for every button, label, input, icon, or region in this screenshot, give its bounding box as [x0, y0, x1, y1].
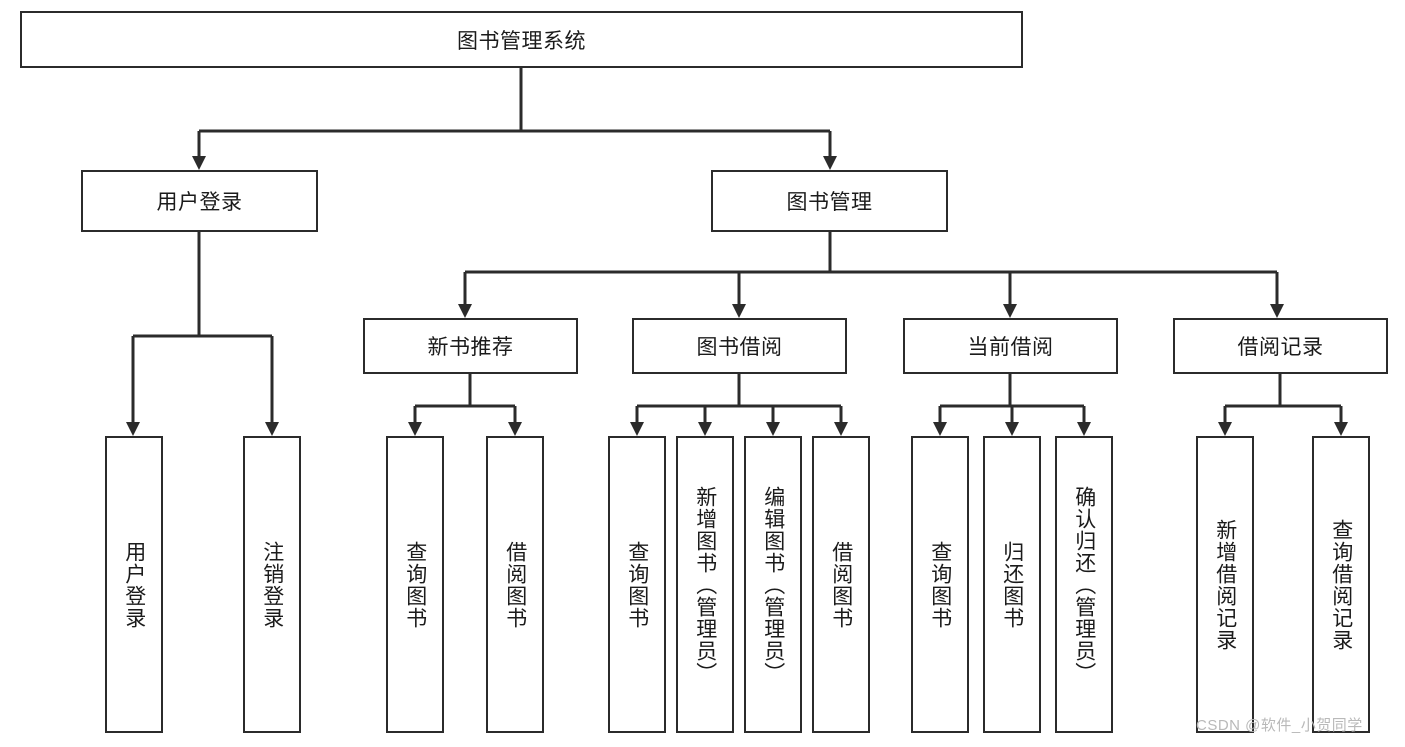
arrow-head-icon [1334, 422, 1348, 436]
arrow-head-icon [1218, 422, 1232, 436]
node-leaf-edit-book-admin[interactable]: 编辑图书（管理员） [744, 436, 802, 733]
node-label: 注销登录 [260, 540, 284, 629]
node-leaf-user-logout[interactable]: 注销登录 [243, 436, 301, 733]
watermark-label: CSDN @软件_小贺同学 [1196, 717, 1363, 734]
arrow-head-icon [1077, 422, 1091, 436]
node-label: 用户登录 [122, 540, 146, 629]
node-user-login[interactable]: 用户登录 [81, 170, 318, 232]
node-label: 借阅记录 [1237, 336, 1324, 359]
node-label: 用户登录 [156, 191, 243, 214]
arrow-head-icon [408, 422, 422, 436]
arrow-head-icon [1270, 304, 1284, 318]
node-label: 归还图书 [1000, 540, 1024, 629]
arrow-head-icon [766, 422, 780, 436]
node-leaf-query-borrow-record[interactable]: 查询借阅记录 [1312, 436, 1370, 733]
node-label: 查询图书 [403, 540, 427, 629]
node-leaf-return-book[interactable]: 归还图书 [983, 436, 1041, 733]
node-label: 借阅图书 [829, 540, 853, 629]
arrow-head-icon [630, 422, 644, 436]
arrow-head-icon [834, 422, 848, 436]
arrow-head-icon [1005, 422, 1019, 436]
node-root[interactable]: 图书管理系统 [20, 11, 1023, 68]
arrow-head-icon [265, 422, 279, 436]
node-label: 图书管理系统 [457, 29, 586, 53]
node-label: 借阅图书 [503, 540, 527, 629]
node-label: 新增图书（管理员） [693, 485, 717, 684]
node-label: 查询图书 [928, 540, 952, 629]
node-leaf-query-book-1[interactable]: 查询图书 [386, 436, 444, 733]
node-book-borrow[interactable]: 图书借阅 [632, 318, 847, 374]
node-leaf-add-borrow-record[interactable]: 新增借阅记录 [1196, 436, 1254, 733]
node-leaf-query-book-3[interactable]: 查询图书 [911, 436, 969, 733]
arrow-head-icon [1003, 304, 1017, 318]
arrow-head-icon [823, 156, 837, 170]
arrow-head-icon [732, 304, 746, 318]
arrow-head-icon [698, 422, 712, 436]
arrow-head-icon [126, 422, 140, 436]
node-leaf-user-login[interactable]: 用户登录 [105, 436, 163, 733]
node-label: 查询图书 [625, 540, 649, 629]
arrow-head-icon [933, 422, 947, 436]
arrow-head-icon [508, 422, 522, 436]
node-label: 图书借阅 [696, 336, 783, 359]
node-new-book-recommend[interactable]: 新书推荐 [363, 318, 578, 374]
arrow-head-icon [192, 156, 206, 170]
node-leaf-borrow-book-1[interactable]: 借阅图书 [486, 436, 544, 733]
node-label: 新书推荐 [427, 336, 514, 359]
node-leaf-confirm-return-admin[interactable]: 确认归还（管理员） [1055, 436, 1113, 733]
node-current-borrow[interactable]: 当前借阅 [903, 318, 1118, 374]
node-leaf-query-book-2[interactable]: 查询图书 [608, 436, 666, 733]
node-label: 查询借阅记录 [1329, 518, 1353, 651]
node-label: 新增借阅记录 [1213, 518, 1237, 651]
arrow-head-icon [458, 304, 472, 318]
node-leaf-borrow-book-2[interactable]: 借阅图书 [812, 436, 870, 733]
node-label: 确认归还（管理员） [1072, 485, 1096, 684]
node-label: 当前借阅 [967, 336, 1054, 359]
node-borrow-record[interactable]: 借阅记录 [1173, 318, 1388, 374]
node-label: 图书管理 [786, 191, 873, 214]
node-leaf-add-book-admin[interactable]: 新增图书（管理员） [676, 436, 734, 733]
node-label: 编辑图书（管理员） [761, 485, 785, 684]
node-book-manage[interactable]: 图书管理 [711, 170, 948, 232]
